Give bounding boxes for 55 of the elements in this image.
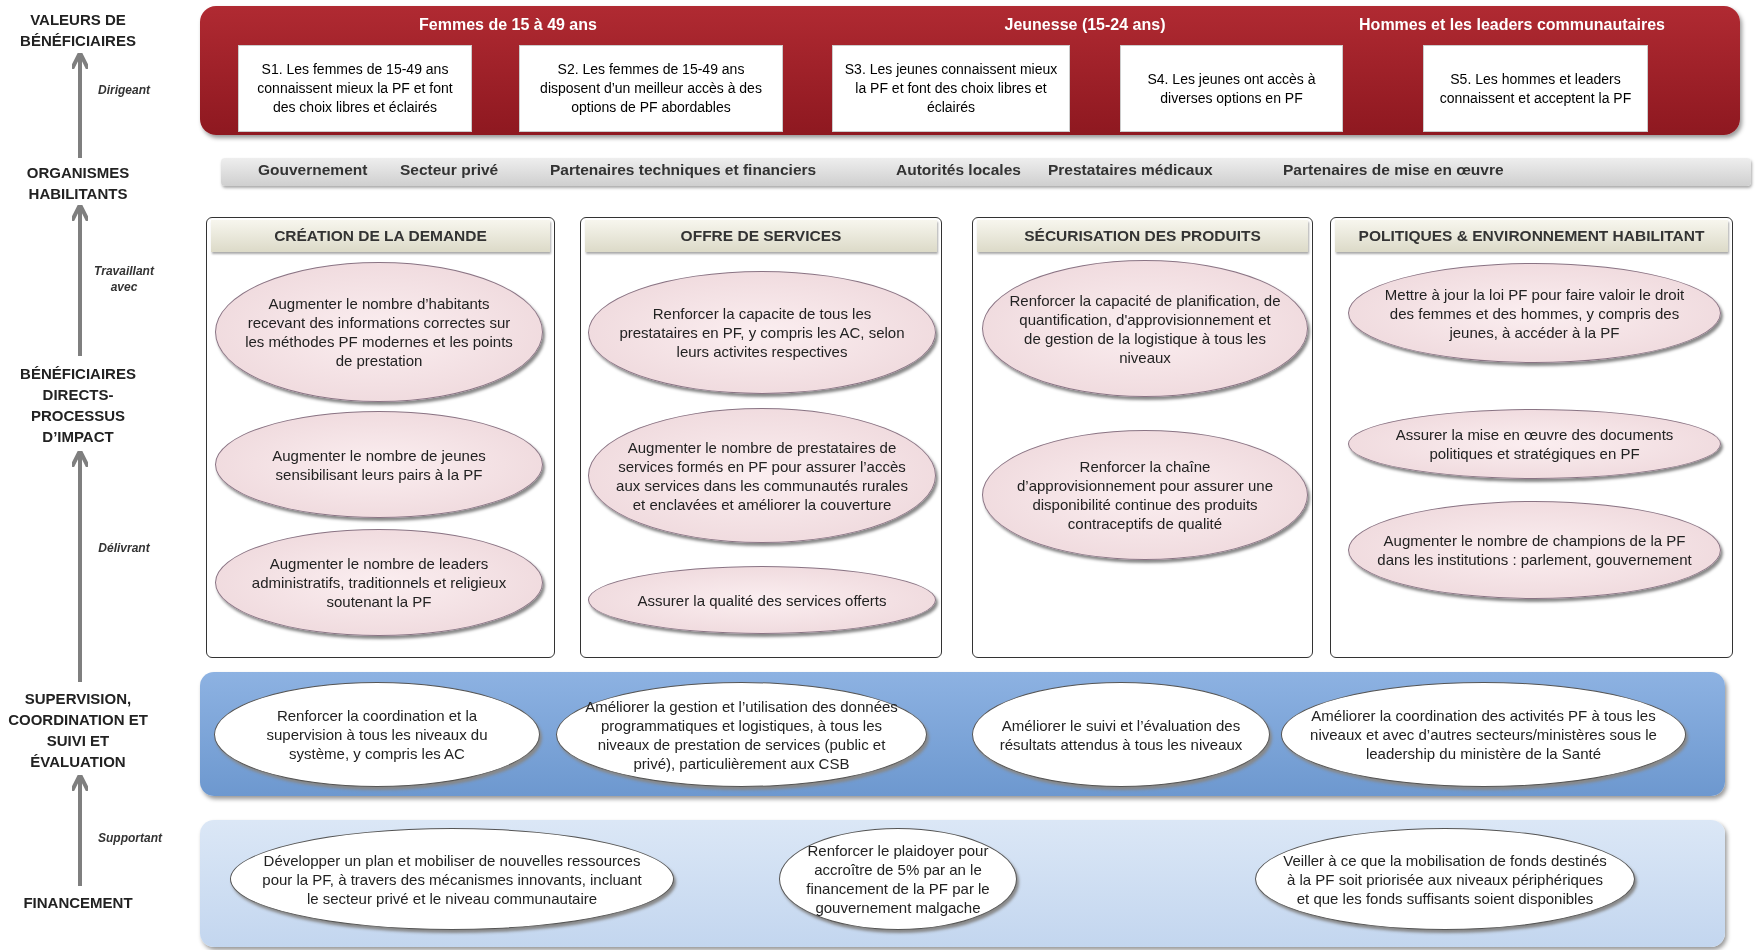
panel-header: SÉCURISATION DES PRODUITS [977, 220, 1308, 252]
outcome-box: S1. Les femmes de 15-49 ans connaissent mieux la PF et font des choix libres et éclairés [238, 45, 472, 132]
objective-oval: Renforcer la coordination et la supervision à tous les niveaux du système, y compris les AC [214, 682, 540, 787]
level-label: ORGANISMES HABILITANTS [0, 162, 156, 204]
objective-oval: Renforcer la chaîne d’approvisionnement pour assurer une disponibilité continue des produits contraceptifs de qualité [982, 430, 1308, 560]
level-label: VALEURS DE BÉNÉFICIAIRES [0, 8, 156, 52]
outcome-box: S3. Les jeunes connaissent mieux la PF et font des choix libres et éclairés [832, 45, 1070, 132]
objective-oval: Améliorer le suivi et l’évaluation des résultats attendus à tous les niveaux [972, 682, 1270, 787]
category-panel [1330, 217, 1733, 658]
level-label: BÉNÉFICIAIRES DIRECTS-PROCESSUS D’IMPACT [0, 360, 156, 450]
beneficiary-band [200, 6, 1740, 135]
supervision-band [200, 672, 1725, 796]
panel-header: CRÉATION DE LA DEMANDE [211, 220, 550, 252]
objective-oval: Veiller à ce que la mobilisation de fonds destinés à la PF soit priorisée aux niveaux périphériques et que les fonds suffisants soient disponibles [1255, 828, 1635, 930]
level-label: SUPERVISION, COORDINATION ET SUIVI ET ÉVALUATION [0, 686, 156, 774]
category-panel [206, 217, 555, 658]
objective-oval: Assurer la qualité des services offerts [588, 566, 936, 634]
arrow [70, 772, 90, 886]
panel-header: POLITIQUES & ENVIRONNEMENT HABILITANT [1335, 220, 1728, 252]
outcome-box: S5. Les hommes et leaders connaissent et acceptent la PF [1423, 45, 1648, 132]
group-heading: Femmes de 15 à 49 ans [419, 16, 597, 34]
edge-label: Supportant [98, 830, 162, 846]
partners-band [221, 158, 1751, 186]
group-heading: Hommes et les leaders communautaires [1359, 16, 1665, 34]
panel-header: OFFRE DE SERVICES [585, 220, 937, 252]
partner-name: Partenaires de mise en œuvre [1283, 161, 1504, 179]
objective-oval: Renforcer la capacite de tous les prestataires en PF, y compris les AC, selon leurs activites respectives [588, 271, 936, 394]
financing-band [200, 820, 1725, 947]
objective-oval: Augmenter le nombre de champions de la PF dans les institutions : parlement, gouvernement [1348, 501, 1721, 599]
arrow [70, 50, 90, 158]
category-panel [972, 217, 1313, 658]
level-label: FINANCEMENT [0, 890, 156, 914]
objective-oval: Renforcer le plaidoyer pour accroître de 5% par an le financement de la PF par le gouvernement malgache [779, 828, 1017, 930]
partner-name: Gouvernement [258, 161, 368, 179]
objective-oval: Renforcer la capacité de planification, de quantification, d'approvisionnement et de gestion de la logistique à tous les niveaux [982, 260, 1308, 397]
outcome-box: S2. Les femmes de 15-49 ans disposent d’un meilleur accès à des options de PF abordables [519, 45, 783, 132]
objective-oval: Augmenter le nombre d’habitants recevant des informations correctes sur les méthodes PF modernes et les points de prestation [215, 262, 543, 402]
objective-oval: Améliorer la coordination des activités PF à tous les niveaux et avec d’autres secteurs/ministères sous le leadership du ministère de la Santé [1281, 682, 1686, 787]
arrow [70, 202, 90, 356]
objective-oval: Assurer la mise en œuvre des documents politiques et stratégiques en PF [1348, 409, 1721, 479]
objective-oval: Augmenter le nombre de leaders administratifs, traditionnels et religieux soutenant la PF [215, 529, 543, 636]
partner-name: Partenaires techniques et financiers [550, 161, 817, 179]
group-heading: Jeunesse (15-24 ans) [1004, 16, 1166, 34]
partner-name: Autorités locales [896, 161, 1021, 179]
objective-oval: Augmenter le nombre de jeunes sensibilisant leurs pairs à la PF [215, 411, 543, 518]
objective-oval: Mettre à jour la loi PF pour faire valoir le droit des femmes et des hommes, y compris des jeunes, à accéder à la PF [1348, 263, 1721, 363]
category-panel [580, 217, 942, 658]
edge-label: Dirigeant [96, 82, 152, 98]
partner-name: Secteur privé [400, 161, 499, 179]
objective-oval: Augmenter le nombre de prestataires de services formés en PF pour assurer l’accès aux services dans les communautés rurales et enclavées et améliorer la couverture [588, 408, 936, 543]
objective-oval: Améliorer la gestion et l’utilisation des données programmatiques et logistiques, à tous les niveaux de prestation de services (public et privé), particulièrement aux CSB [556, 682, 927, 787]
outcome-box: S4. Les jeunes ont accès à diverses options en PF [1120, 45, 1343, 132]
partner-name: Prestataires médicaux [1048, 161, 1213, 179]
arrow [70, 448, 90, 682]
objective-oval: Développer un plan et mobiliser de nouvelles ressources pour la PF, à travers des mécanismes innovants, incluant le secteur privé et le niveau communautaire [230, 828, 674, 930]
